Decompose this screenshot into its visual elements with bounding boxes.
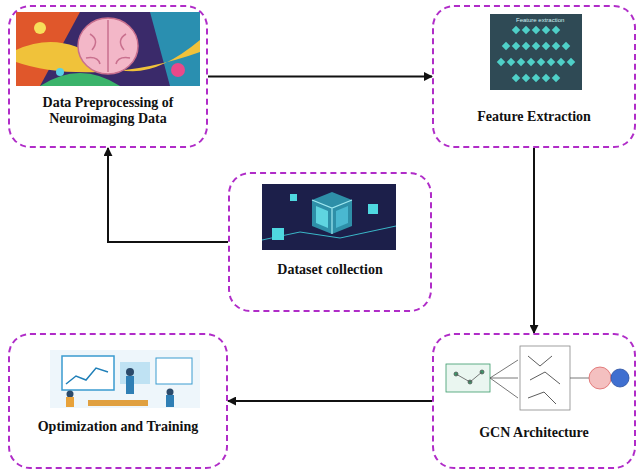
box-label: Data Preprocessing of Neuroimaging Data [10,95,206,127]
flow-arrow [208,76,432,78]
box-label: Dataset collection [230,262,430,278]
training-illustration [50,350,200,408]
process-box: Dataset collection [228,172,432,312]
flow-arrow [108,148,228,242]
process-box: Feature Extraction [432,5,636,148]
feature-thumbnail [490,14,582,90]
thumbnail-caption: Feature extraction [516,17,564,23]
process-box: Optimization and Training [8,333,228,469]
flow-arrow [228,400,432,402]
box-label: GCN Architecture [434,425,634,441]
process-box: GCN Architecture [432,333,636,469]
flow-arrow [533,148,535,333]
box-label: Optimization and Training [10,419,226,435]
brain-illustration [16,12,200,86]
box-label: Feature Extraction [434,109,634,125]
gcn-illustration [446,346,629,410]
process-box: Data Preprocessing of Neuroimaging Data [8,5,208,148]
dataset-illustration [262,184,396,250]
